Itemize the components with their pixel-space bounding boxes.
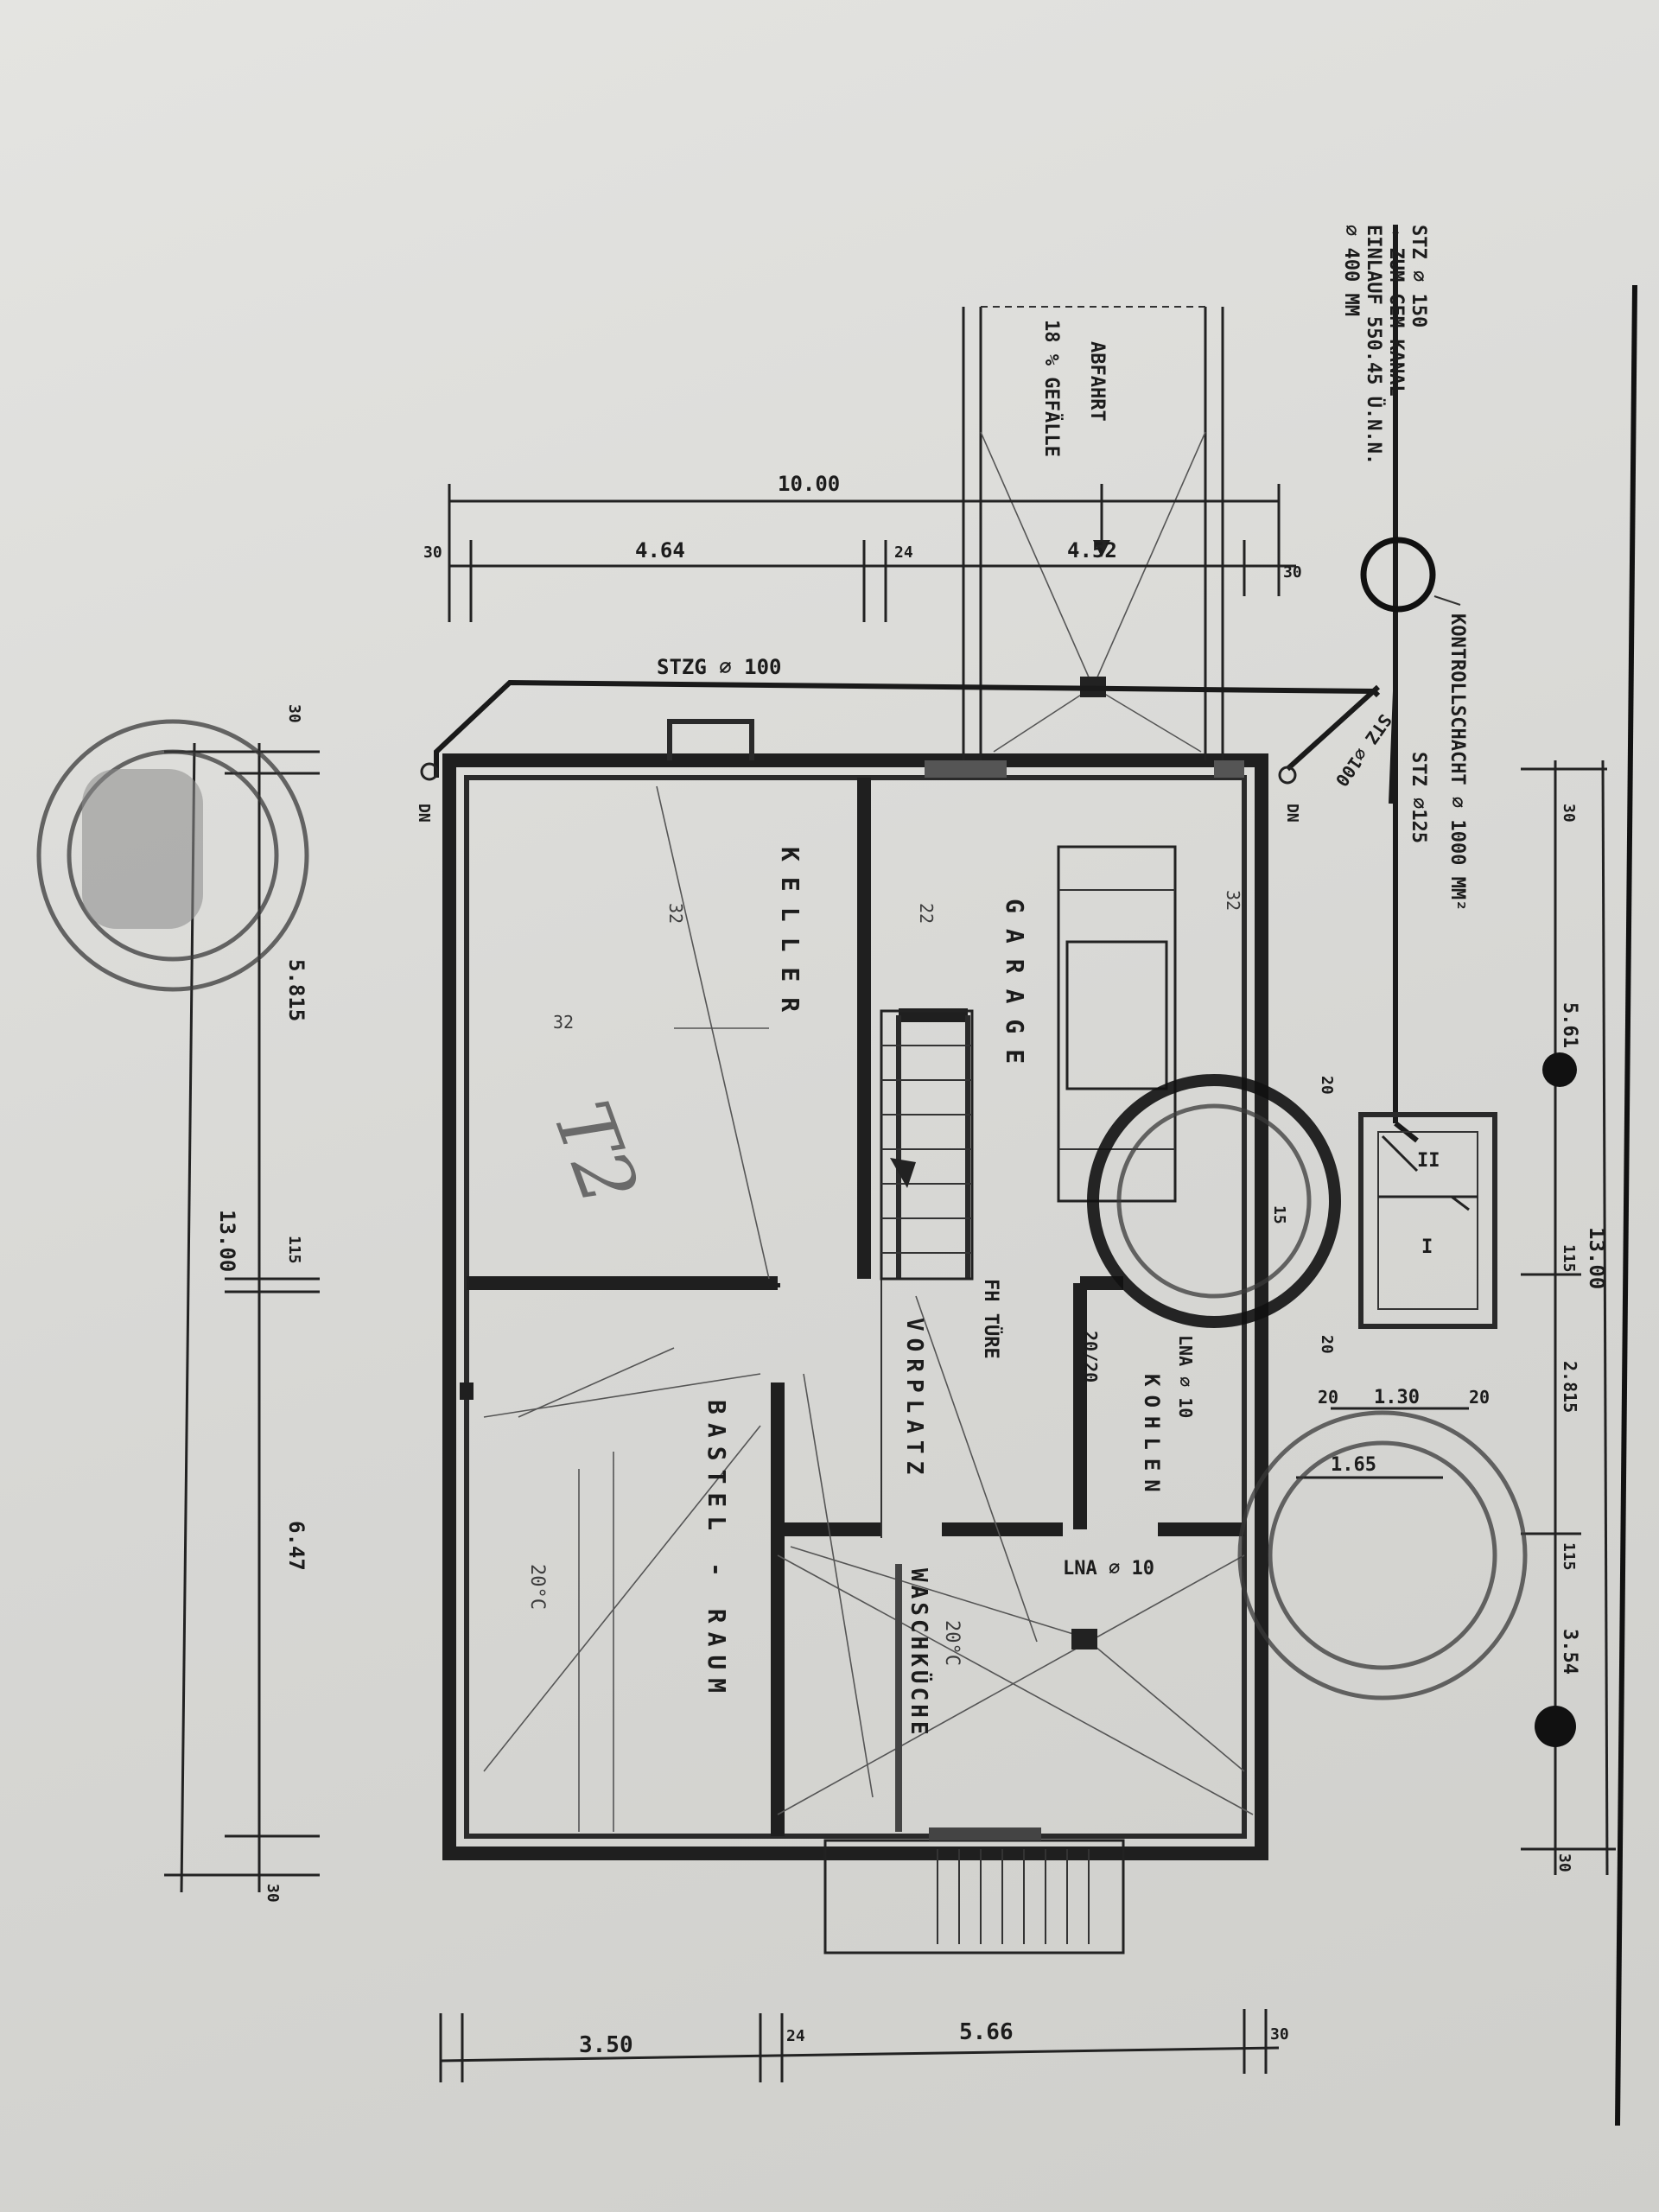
drain-note-line-1: STZ ∅ 150: [1408, 225, 1429, 327]
keller-height: 32: [665, 903, 686, 924]
drain-note-line-2: → ZUM GEM KANAL: [1385, 225, 1407, 397]
dim-top-edge-right: 30: [1283, 563, 1302, 582]
room-label-lna-2: LNA ∅ 10: [1063, 1558, 1154, 1580]
dim-tank-width: 1.30: [1374, 1387, 1420, 1408]
dim-left-mid: 115: [285, 1236, 303, 1264]
dim-right-mid3: 115: [1560, 1542, 1578, 1571]
dim-tank-bottom: 20: [1318, 1335, 1336, 1354]
wall-recess: [667, 719, 754, 760]
room-label-garage: GARAGE: [1001, 899, 1029, 1079]
vorplatz-height: 22: [916, 903, 937, 924]
garage-door-jamb-left: [925, 760, 1007, 778]
room-label-fh-tuere: FH TÜRE: [980, 1279, 1002, 1359]
pipe-label-stz-right: STZ ∅125: [1408, 752, 1429, 843]
room-label-waschkueche: WASCHKÜCHE: [906, 1568, 934, 1738]
drain-note-line-3: EINLAUF 550.45 Ü.N.N.: [1363, 225, 1385, 465]
dim-top-left: 4.64: [635, 538, 685, 563]
garage-height: 32: [1223, 890, 1243, 911]
survey-marker-1: [1542, 1052, 1577, 1087]
dim-left-top-edge: 30: [285, 704, 303, 723]
dim-left-upper: 5.815: [284, 959, 308, 1021]
sheet-border-line: [1615, 284, 1637, 2126]
dim-tank-right: 20: [1469, 1387, 1490, 1408]
dim-tank-left: 20: [1318, 1387, 1338, 1408]
room-label-vorplatz: VORPLATZ: [901, 1318, 927, 1481]
dim-right-bottom-edge: 30: [1555, 1853, 1573, 1872]
inspection-chamber: [1360, 537, 1436, 613]
dimension-lines: [164, 484, 1616, 2082]
laundry-floor-drain: [1071, 1629, 1097, 1649]
room-label-lna-1: LNA ∅ 10: [1175, 1335, 1196, 1418]
stamp-left: [36, 719, 309, 992]
dim-right-total: 13.00: [1585, 1227, 1609, 1289]
handwritten-note: T2: [535, 1090, 655, 1217]
dim-right-top-edge: 30: [1560, 804, 1578, 823]
stamp-right: [1237, 1410, 1528, 1700]
pipe-label-stzg: STZG ∅ 100: [657, 655, 782, 679]
ramp-abfahrt-label: ABFAHRT: [1086, 341, 1108, 422]
car-outline: [1057, 845, 1177, 1203]
dim-tank-top: 20: [1318, 1076, 1336, 1095]
dim-tank-mid: 15: [1270, 1205, 1288, 1224]
dim-top-right: 4.52: [1067, 538, 1117, 563]
keller-note: 32: [553, 1012, 574, 1033]
dim-top-edge-left: 30: [423, 543, 442, 562]
external-stairs: [823, 1827, 1125, 1955]
garage-door-jamb-right: [1214, 760, 1244, 778]
room-label-kohlen: KOHLEN: [1140, 1374, 1164, 1501]
dim-right-upper: 5.61: [1559, 1002, 1580, 1048]
dim-bottom-right: 5.66: [959, 2019, 1014, 2045]
interior-walls: [460, 778, 1244, 1836]
stamp-center: [1087, 1074, 1341, 1328]
dim-bottom-edge: 30: [1270, 2025, 1289, 2044]
dim-bottom-left: 3.50: [579, 2032, 633, 2058]
room-label-keller: KELLER: [776, 847, 804, 1027]
dim-left-lower: 6.47: [284, 1521, 308, 1571]
dim-bottom-gap: 24: [786, 2027, 805, 2045]
survey-marker-2: [1535, 1706, 1576, 1747]
pipe-label-right-corner: DN: [1283, 804, 1301, 823]
dim-right-lower: 3.54: [1559, 1629, 1580, 1675]
tank-chamber-2: II: [1417, 1150, 1440, 1172]
dim-left-total: 13.00: [215, 1210, 239, 1272]
dim-left-bottom-edge: 30: [264, 1884, 282, 1903]
septic-tank: [1358, 1112, 1497, 1329]
dim-right-mid2: 2.815: [1560, 1361, 1580, 1413]
pipe-label-left-corner: DN: [415, 804, 433, 823]
dim-tank-inner: 1.65: [1331, 1454, 1376, 1476]
wasch-temperature: 20°C: [941, 1620, 963, 1666]
room-label-bastel: BASTEL - RAUM: [702, 1400, 731, 1701]
downpipe-right: [1278, 766, 1297, 785]
drain-note: STZ ∅ 150 → ZUM GEM KANAL EINLAUF 550.45…: [1340, 225, 1429, 465]
downpipe-left: [420, 762, 439, 781]
flue-size-label: 20/20: [1080, 1331, 1101, 1382]
ramp-gefaelle-label: 18 % GEFÄLLE: [1040, 320, 1063, 457]
layout-guide-lines: [483, 785, 1254, 1832]
dim-top-mid: 24: [894, 543, 913, 562]
pipe-label-kontroll: KONTROLLSCHACHT ∅ 1000 MM²: [1446, 613, 1468, 911]
bastel-temperature: 20°C: [526, 1564, 548, 1610]
drain-note-line-4: ∅ 400 MM: [1340, 225, 1362, 316]
tank-chamber-1: I: [1421, 1236, 1433, 1258]
dim-right-mid1: 115: [1560, 1244, 1578, 1273]
drain-pipes: [420, 225, 1461, 1143]
dim-top-total: 10.00: [778, 472, 840, 496]
basement-stairs: [880, 1009, 974, 1281]
